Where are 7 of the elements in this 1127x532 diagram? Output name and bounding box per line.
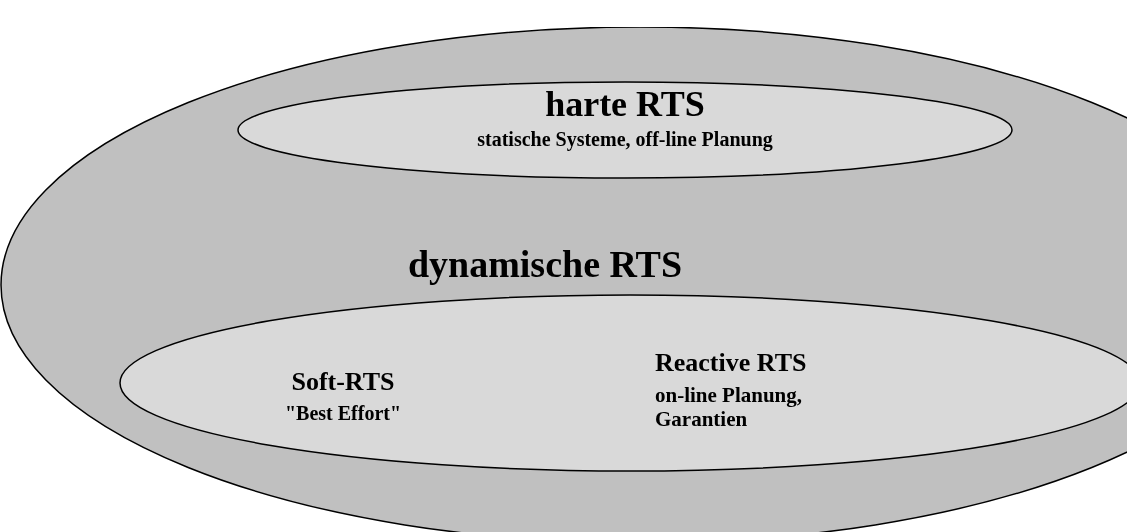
title-text: dynamische RTS <box>407 243 683 287</box>
subtitle-text: statische Systeme, off-line Planung <box>477 128 773 151</box>
category-label: Reactive RTS <box>655 348 807 378</box>
title-text: harte RTS <box>545 84 705 126</box>
category-label: Soft-RTS <box>291 367 395 397</box>
description-text: "Best Effort" <box>284 402 402 425</box>
description-text: on-line Planung, Garantien <box>655 383 804 432</box>
